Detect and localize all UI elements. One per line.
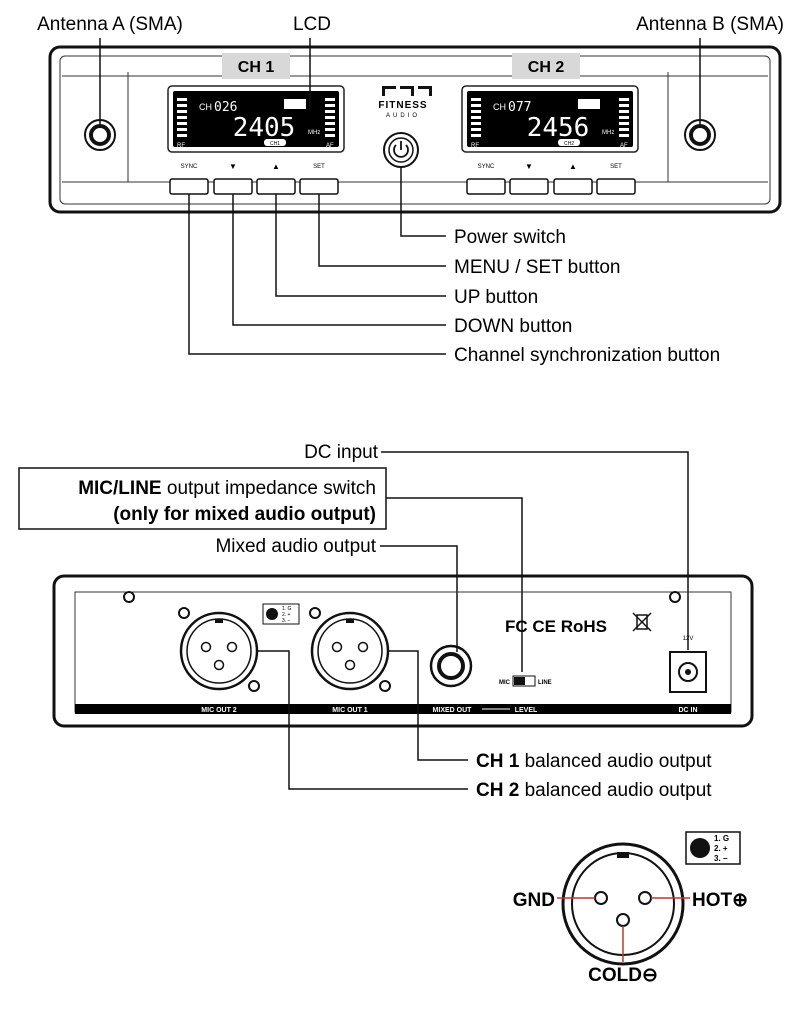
lcd-ch1-unit: MHz [308,130,320,136]
lcd-ch2-badge: CH2 [564,141,574,147]
xlr-pin-hot [638,891,652,905]
lcd-ch2-rf: RF [471,143,479,149]
voltage-label: 12V [683,636,694,642]
lcd-ch1: CH 026 2405 MHz CH1 RF AF [167,85,345,153]
lcd-ch2-frequency: 2456 [527,113,590,143]
set-label-ch2: SET [610,164,622,170]
menu-set-label: MENU / SET button [454,257,621,278]
lcd-ch2-battery-icon [578,99,600,109]
lcd-label: LCD [293,14,331,35]
mic-out-1-label: MIC OUT 1 [332,707,367,714]
brand-logo: FITNESS AUDIO [378,86,432,119]
rear-callouts-top: DC input MIC/LINE output impedance switc… [18,442,689,672]
ch1-tab-label: CH 1 [238,59,275,76]
front-callouts: Antenna A (SMA) LCD Antenna B (SMA) Powe… [37,14,784,366]
lcd-ch2-af: AF [620,143,628,149]
up-button-label: UP button [454,287,538,308]
ch1-tab [222,53,290,79]
pin-3-small: 3. − [282,618,291,624]
lcd-ch1-battery-icon [284,99,306,109]
mic-line-switch[interactable] [512,675,536,687]
xlr-pin-gnd [594,891,608,905]
certification-marks: FC CE RoHS [505,617,607,636]
line-label: LINE [538,680,552,686]
front-panel: CH 1 CH 2 CH 026 2405 MHz CH1 [48,45,782,214]
xlr-pin-cold [616,913,630,927]
up-label-ch2: ▲ [569,162,577,171]
mic-label: MIC [499,680,511,686]
lcd-ch1-prefix: CH [199,102,212,112]
lcd-ch2: CH 077 2456 MHz CH2 RF AF [461,85,639,153]
antenna-b-label: Antenna B (SMA) [636,14,784,35]
mixed-output-label: Mixed audio output [215,536,376,557]
sync-button-ch2[interactable] [466,178,506,195]
ch2-output-label: CH 2 balanced audio output [476,780,712,801]
sync-label-ch1: SYNC [181,164,198,170]
weee-bin-icon [632,612,652,632]
mixed-out-label: MIXED OUT [433,707,473,714]
set-button-ch2[interactable] [596,178,636,195]
lcd-ch1-channel: 026 [214,100,237,115]
up-button-ch1[interactable] [256,178,296,195]
brand-sub: AUDIO [386,113,420,119]
pin-3-large: 3. − [714,854,728,863]
power-icon [393,144,409,158]
rear-callouts-bottom: CH 1 balanced audio output CH 2 balanced… [258,650,712,801]
gnd-label: GND [513,890,555,911]
hot-label: HOT⊕ [692,890,748,911]
mic-out-2-label: MIC OUT 2 [201,707,236,714]
down-button-ch2[interactable] [509,178,549,195]
antenna-a-label: Antenna A (SMA) [37,14,183,35]
lcd-ch1-frequency: 2405 [233,113,296,143]
ch2-tab [512,53,580,79]
mic-out-2-connector[interactable] [178,607,260,692]
sync-button-ch1[interactable] [169,178,209,195]
lcd-ch2-unit: MHz [602,130,614,136]
sync-label-ch2: SYNC [478,164,495,170]
mic-line-label: MIC/LINE output impedance switch [78,478,376,499]
lcd-ch2-prefix: CH [493,102,506,112]
mic-out-1-connector[interactable] [309,607,391,692]
down-label-ch2: ▼ [525,162,533,171]
ch2-tab-label: CH 2 [528,59,565,76]
power-switch-label: Power switch [454,227,566,248]
down-button-label: DOWN button [454,316,572,337]
level-label: LEVEL [515,707,538,714]
down-label-ch1: ▼ [229,162,237,171]
down-button-ch1[interactable] [213,178,253,195]
set-button-ch1[interactable] [299,178,339,195]
up-button-ch2[interactable] [553,178,593,195]
pinout-legend-small: 1. G 2. + 3. − [262,603,300,625]
dc-in-label: DC IN [678,707,697,714]
cold-label: COLD⊖ [588,965,658,986]
power-button[interactable] [383,132,419,168]
lcd-ch2-channel: 077 [508,100,531,115]
dc-in-jack[interactable] [669,651,707,693]
pin-2-large: 2. + [714,844,728,853]
pin-2-small: 2. + [282,612,291,618]
brand-name: FITNESS [378,100,427,111]
xlr-detail: GND HOT⊕ COLD⊖ 1. G 2. + 3. − [513,831,748,986]
mixed-out-jack[interactable] [429,644,473,688]
sync-button-label: Channel synchronization button [454,345,720,366]
lcd-ch1-af: AF [326,143,334,149]
lcd-ch1-badge: CH1 [270,141,280,147]
ch1-output-label: CH 1 balanced audio output [476,751,712,772]
pin-1-small: 1. G [282,606,292,612]
dc-input-label: DC input [304,442,379,463]
set-label-ch1: SET [313,164,325,170]
pin-1-large: 1. G [714,834,729,843]
rear-panel: 1. G 2. + 3. − MIC LINE FC CE RoHS 12V [52,574,754,728]
pinout-legend-large: 1. G 2. + 3. − [685,831,741,865]
mixed-only-note: (only for mixed audio output) [113,504,376,525]
up-label-ch1: ▲ [272,162,280,171]
lcd-ch1-rf: RF [177,143,185,149]
